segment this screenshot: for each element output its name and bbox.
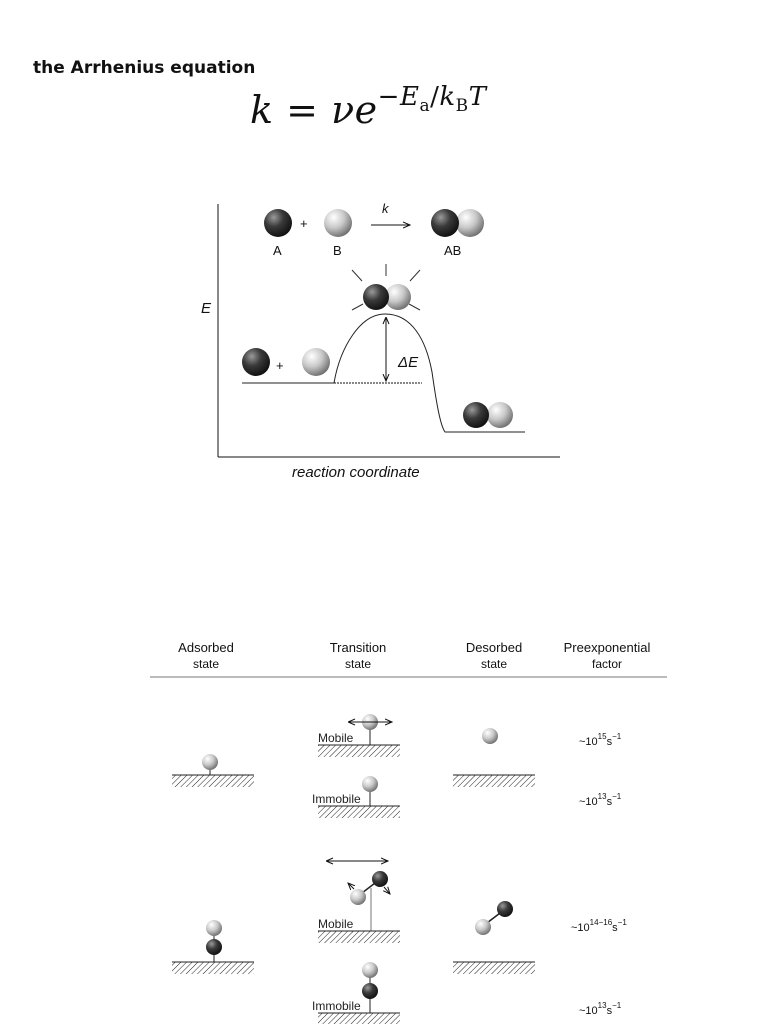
mobile-molecule-light	[350, 889, 366, 905]
label-a: A	[273, 243, 282, 258]
surface-adsorbed-1	[172, 775, 254, 787]
surface-desorbed-1	[453, 775, 535, 787]
immobile-molecule-light	[362, 962, 378, 978]
reactant-atom-dark	[242, 348, 270, 376]
factor-row-2: ~1013s−1	[579, 792, 622, 808]
eq-lhs: k	[250, 88, 274, 132]
immobile-molecule-dark	[362, 983, 378, 999]
plus-sign-curve: +	[276, 358, 284, 373]
rate-label: k	[382, 201, 390, 216]
barrier-label: ΔE	[397, 354, 419, 371]
transition-burst	[351, 264, 421, 311]
header-transition-l2: state	[345, 657, 371, 671]
surface-adsorbed-2	[172, 962, 254, 974]
product-atom-light	[456, 209, 484, 237]
atom-b	[324, 209, 352, 237]
header-factor-l2: factor	[592, 657, 622, 671]
surface-desorbed-2	[453, 962, 535, 974]
atom-a	[264, 209, 292, 237]
label-immobile-2: Immobile	[312, 999, 361, 1013]
arrhenius-equation: k = νe−Ea/kBT	[250, 82, 486, 132]
y-axis-label: E	[201, 300, 212, 317]
label-b: B	[333, 243, 342, 258]
energy-diagram: E reaction coordinate + A B k AB ΔE +	[201, 201, 560, 481]
header-adsorbed-l2: state	[193, 657, 219, 671]
final-atom-light	[487, 402, 513, 428]
surface-immobile-2	[318, 1013, 400, 1024]
surface-mobile-2	[318, 931, 400, 943]
header-adsorbed-l1: Adsorbed	[178, 640, 234, 655]
header-factor-l1: Preexponential	[564, 640, 651, 655]
label-mobile-1: Mobile	[318, 731, 354, 745]
desorbed-molecule-light	[475, 919, 491, 935]
eq-equals: =	[286, 88, 319, 132]
factor-row-4: ~1013s−1	[579, 1001, 622, 1017]
desorbed-molecule-dark	[497, 901, 513, 917]
reactant-atom-light	[302, 348, 330, 376]
label-mobile-2: Mobile	[318, 917, 354, 931]
product-atom-dark	[431, 209, 459, 237]
surface-mobile-1	[318, 745, 400, 757]
factor-row-3: ~1014−16s−1	[571, 918, 627, 934]
transition-atom-light	[385, 284, 411, 310]
eq-exponent: −Ea/kBT	[377, 82, 487, 117]
plus-sign-top: +	[300, 216, 308, 231]
energy-curve	[242, 313, 525, 433]
label-immobile-1: Immobile	[312, 792, 361, 806]
preexponential-table: Adsorbed state Transition state Desorbed…	[150, 640, 667, 1024]
transition-atom-dark	[363, 284, 389, 310]
header-transition-l1: Transition	[330, 640, 387, 655]
final-atom-dark	[463, 402, 489, 428]
desorbed-atom-1	[482, 728, 498, 744]
mobile-molecule-dark	[372, 871, 388, 887]
label-ab: AB	[444, 243, 461, 258]
immobile-atom-1	[362, 776, 378, 792]
eq-rhs-base: νe	[331, 88, 378, 132]
x-axis-label: reaction coordinate	[292, 464, 420, 481]
header-desorbed-l1: Desorbed	[466, 640, 522, 655]
adsorbed-molecule-dark	[206, 939, 222, 955]
page-heading: the Arrhenius equation	[33, 58, 256, 78]
header-desorbed-l2: state	[481, 657, 507, 671]
surface-immobile-1	[318, 806, 400, 818]
adsorbed-molecule-light	[206, 920, 222, 936]
adsorbed-atom-1	[202, 754, 218, 770]
factor-row-1: ~1015s−1	[579, 732, 622, 748]
